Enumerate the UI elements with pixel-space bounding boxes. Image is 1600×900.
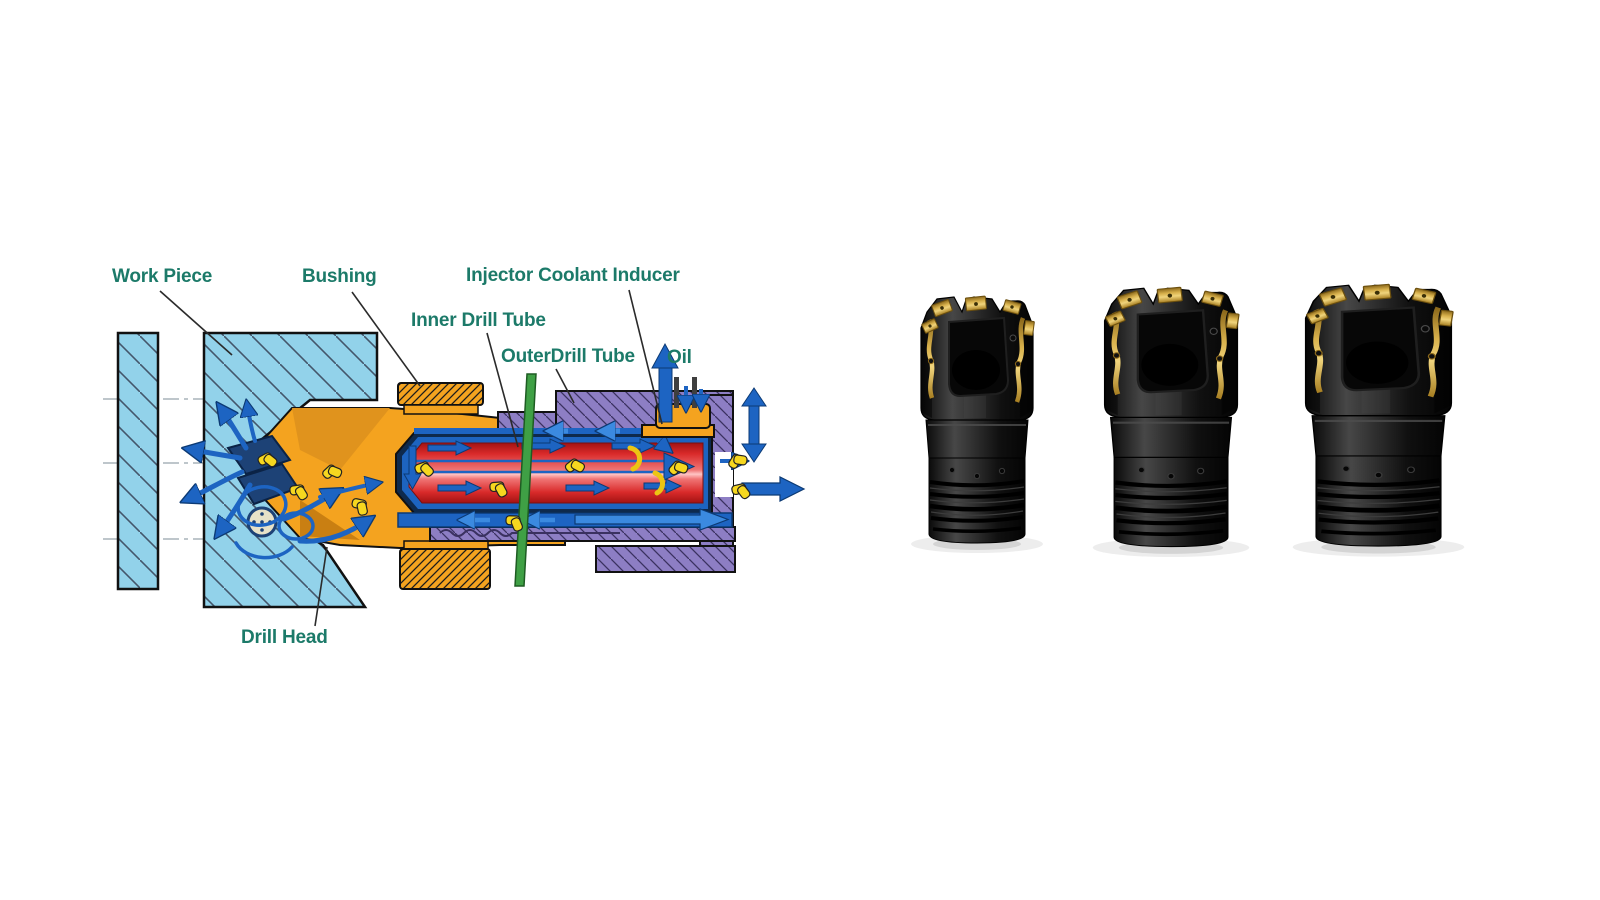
injector-coolant-inducer [641,342,715,438]
drill-head-photo-2 [1093,287,1249,557]
coolant-fan-arrows [186,404,378,560]
cutaway-diagram [103,289,806,627]
leader-inner-tube [486,332,519,448]
label-inner-drill-tube: Inner Drill Tube [411,310,546,331]
oil-out-arrow [651,342,679,369]
label-drill-head: Drill Head [241,627,328,648]
drill-head-photo-3 [1293,284,1465,556]
leader-outer-tube [555,368,575,404]
bushing-top [397,382,484,406]
chip-return-arrows [403,438,683,496]
label-work-piece: Work Piece [112,266,213,287]
leader-bushing [351,291,421,387]
break-line [514,373,537,587]
label-injector-coolant-inducer: Injector Coolant Inducer [466,265,680,286]
leader-lines [159,289,663,627]
leader-work-piece [159,290,233,356]
leader-injector [628,289,663,425]
label-bushing: Bushing [302,266,377,287]
leader-drill-head [314,546,328,627]
label-outer-drill-tube: OuterDrill Tube [501,346,635,367]
drill-head-photo-1 [911,296,1043,553]
label-oil: Oil [667,347,692,368]
drill-heads-photo [911,284,1464,557]
bushing-bottom [399,548,491,590]
workpiece-left-bar [116,331,160,591]
